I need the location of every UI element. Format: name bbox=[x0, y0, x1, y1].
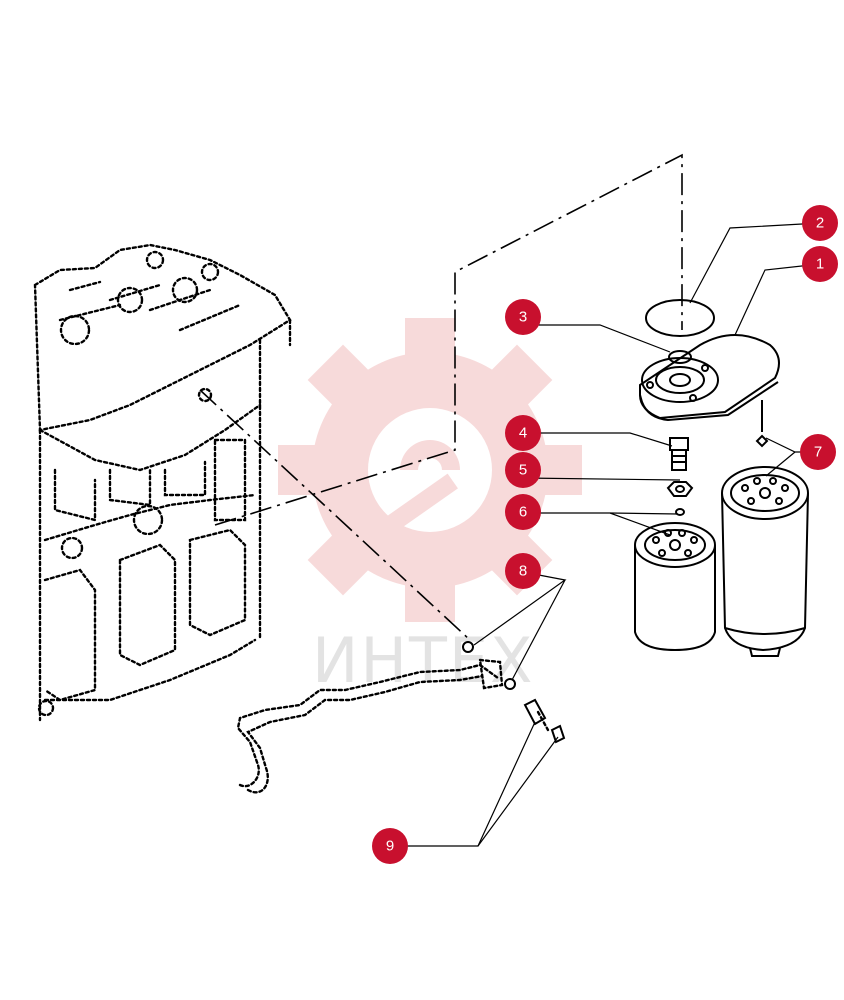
banjo-bolts bbox=[523, 698, 566, 744]
callout-6[interactable]: 6 bbox=[505, 494, 541, 530]
svg-text:6: 6 bbox=[519, 504, 527, 521]
o-ring bbox=[668, 350, 692, 364]
callout-4[interactable]: 4 bbox=[505, 415, 541, 451]
fuel-filter-small bbox=[634, 522, 716, 652]
callout-1[interactable]: 1 bbox=[802, 246, 838, 282]
svg-text:2: 2 bbox=[816, 215, 824, 232]
fuel-pipe bbox=[236, 658, 504, 794]
callout-3[interactable]: 3 bbox=[505, 299, 541, 335]
nut bbox=[666, 481, 694, 497]
svg-text:8: 8 bbox=[519, 563, 527, 580]
callout-2[interactable]: 2 bbox=[802, 205, 838, 241]
callout-9[interactable]: 9 bbox=[372, 828, 408, 864]
adapter-nipple bbox=[669, 437, 689, 471]
callout-5[interactable]: 5 bbox=[505, 452, 541, 488]
reference-lines bbox=[199, 153, 683, 641]
fuel-filter-large bbox=[721, 466, 809, 657]
callout-7[interactable]: 7 bbox=[800, 434, 836, 470]
leader-lines bbox=[390, 222, 821, 847]
svg-text:7: 7 bbox=[814, 444, 822, 461]
seal-ring bbox=[645, 299, 715, 337]
svg-text:3: 3 bbox=[519, 309, 527, 326]
svg-text:9: 9 bbox=[386, 838, 394, 855]
sealing-washers bbox=[462, 641, 516, 690]
filter-washer bbox=[675, 508, 685, 516]
svg-text:5: 5 bbox=[519, 462, 527, 479]
callout-8[interactable]: 8 bbox=[505, 553, 541, 589]
engine-block-outline bbox=[33, 243, 292, 722]
svg-text:1: 1 bbox=[816, 256, 824, 273]
svg-text:4: 4 bbox=[519, 425, 527, 442]
filter-head bbox=[639, 334, 780, 422]
head-washer bbox=[755, 400, 769, 448]
